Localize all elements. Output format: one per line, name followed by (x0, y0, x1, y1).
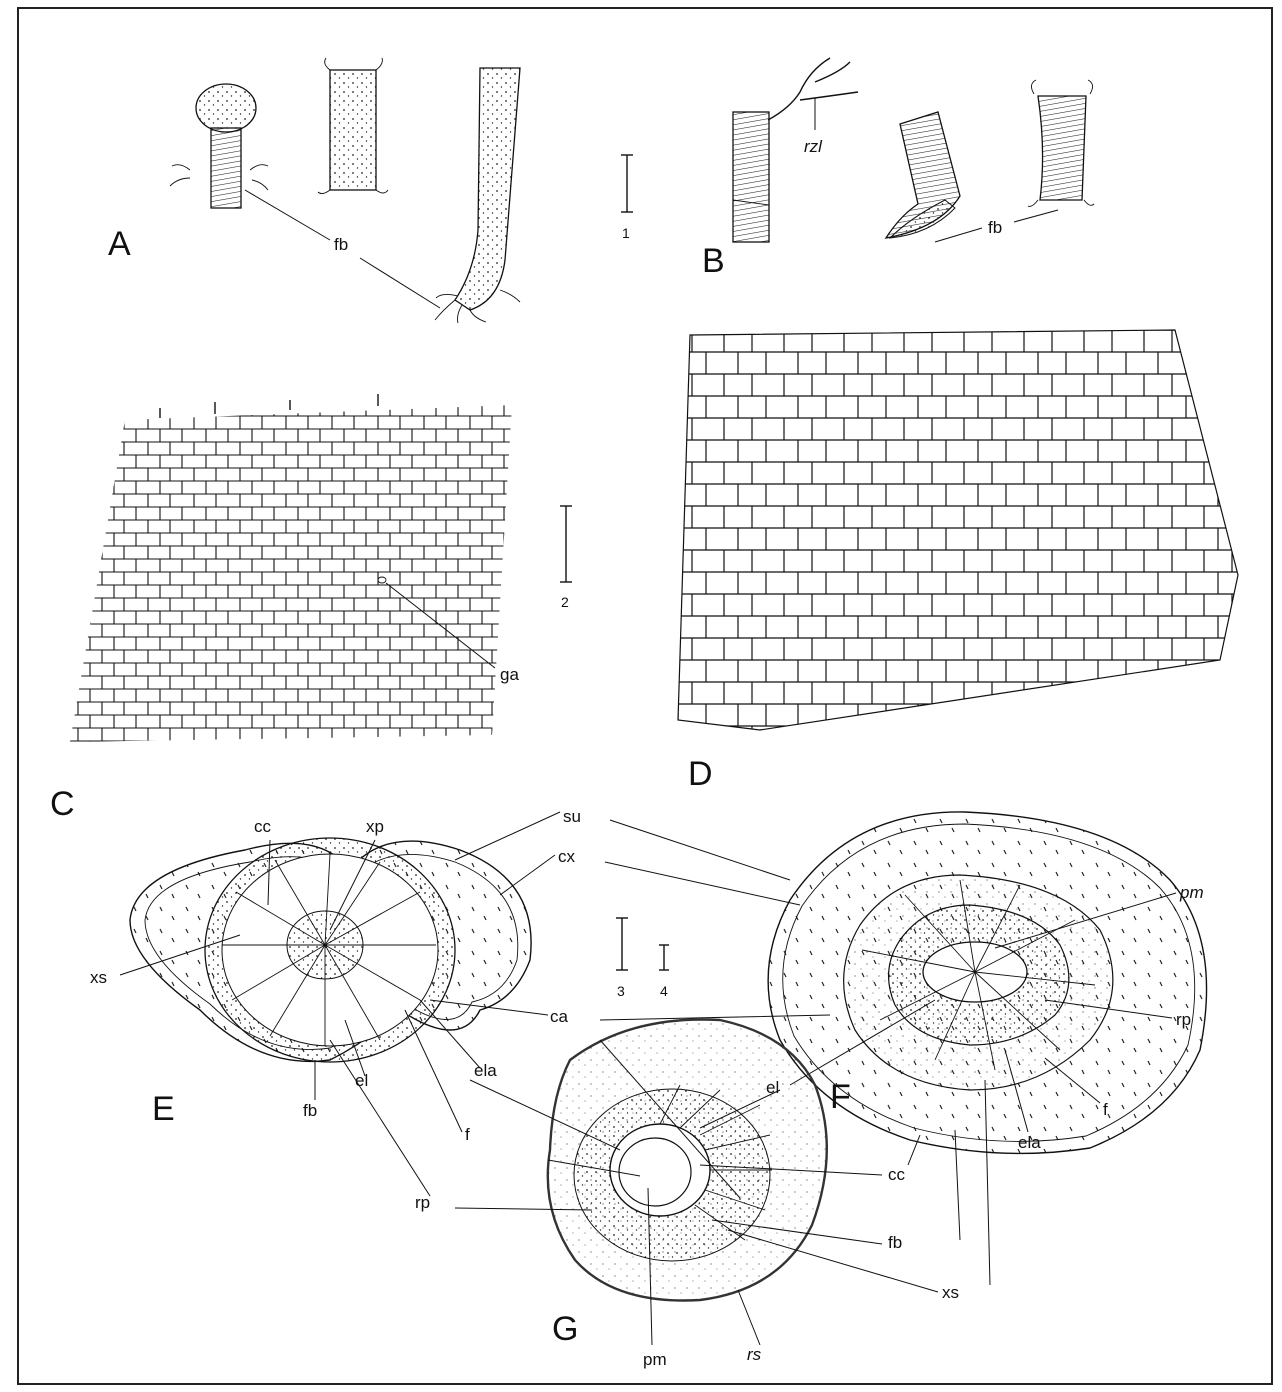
scale-label-2: 2 (561, 594, 569, 610)
label-f-pm: pm (1179, 883, 1204, 902)
label-cx: cx (558, 847, 576, 866)
panel-a-rhizome-drawings (170, 58, 520, 323)
label-g-rs: rs (747, 1345, 762, 1364)
panel-label-b: B (702, 242, 725, 280)
label-e-fb: fb (303, 1101, 317, 1120)
panel-d-cortex-cells (678, 330, 1238, 730)
panel-e-cross-section (130, 838, 531, 1062)
scale-bar-3 (616, 918, 628, 970)
label-b-rzl: rzl (804, 137, 823, 156)
panel-label-e: E (152, 1090, 175, 1128)
panel-label-g: G (552, 1310, 578, 1348)
label-e-ela: ela (474, 1061, 497, 1080)
scale-bar-1 (621, 155, 633, 212)
label-e-xs: xs (90, 968, 107, 987)
label-f-ela: ela (1018, 1133, 1041, 1152)
panel-label-c: C (50, 785, 75, 823)
label-f-rp: rp (1176, 1010, 1191, 1029)
scale-bar-4 (659, 945, 669, 970)
scale-label-3: 3 (617, 983, 625, 999)
scale-label-4: 4 (660, 983, 668, 999)
label-e-f: f (465, 1125, 470, 1144)
label-e-cc: cc (254, 817, 272, 836)
panel-label-a: A (108, 225, 131, 263)
label-c-ga: ga (500, 665, 519, 684)
label-g-cc: cc (888, 1165, 906, 1184)
scale-label-1: 1 (622, 225, 630, 241)
label-ca: ca (550, 1007, 569, 1026)
label-e-rp: rp (415, 1193, 430, 1212)
label-f-f: f (1103, 1100, 1108, 1119)
panel-c-epidermis-cells (70, 394, 512, 742)
label-g-pm: pm (643, 1350, 667, 1369)
label-b-fb: fb (988, 218, 1002, 237)
scale-bar-2 (560, 506, 572, 582)
label-su: su (563, 807, 581, 826)
panel-g-cross-section (548, 1020, 827, 1301)
panel-label-f: F (830, 1078, 851, 1116)
label-g-fb: fb (888, 1233, 902, 1252)
label-g-xs: xs (942, 1283, 959, 1302)
label-a-fb: fb (334, 235, 348, 254)
label-e-xp: xp (366, 817, 384, 836)
label-e-el: el (355, 1071, 368, 1090)
panel-label-d: D (688, 755, 713, 793)
panel-b-rhizome-drawings (733, 58, 1094, 242)
